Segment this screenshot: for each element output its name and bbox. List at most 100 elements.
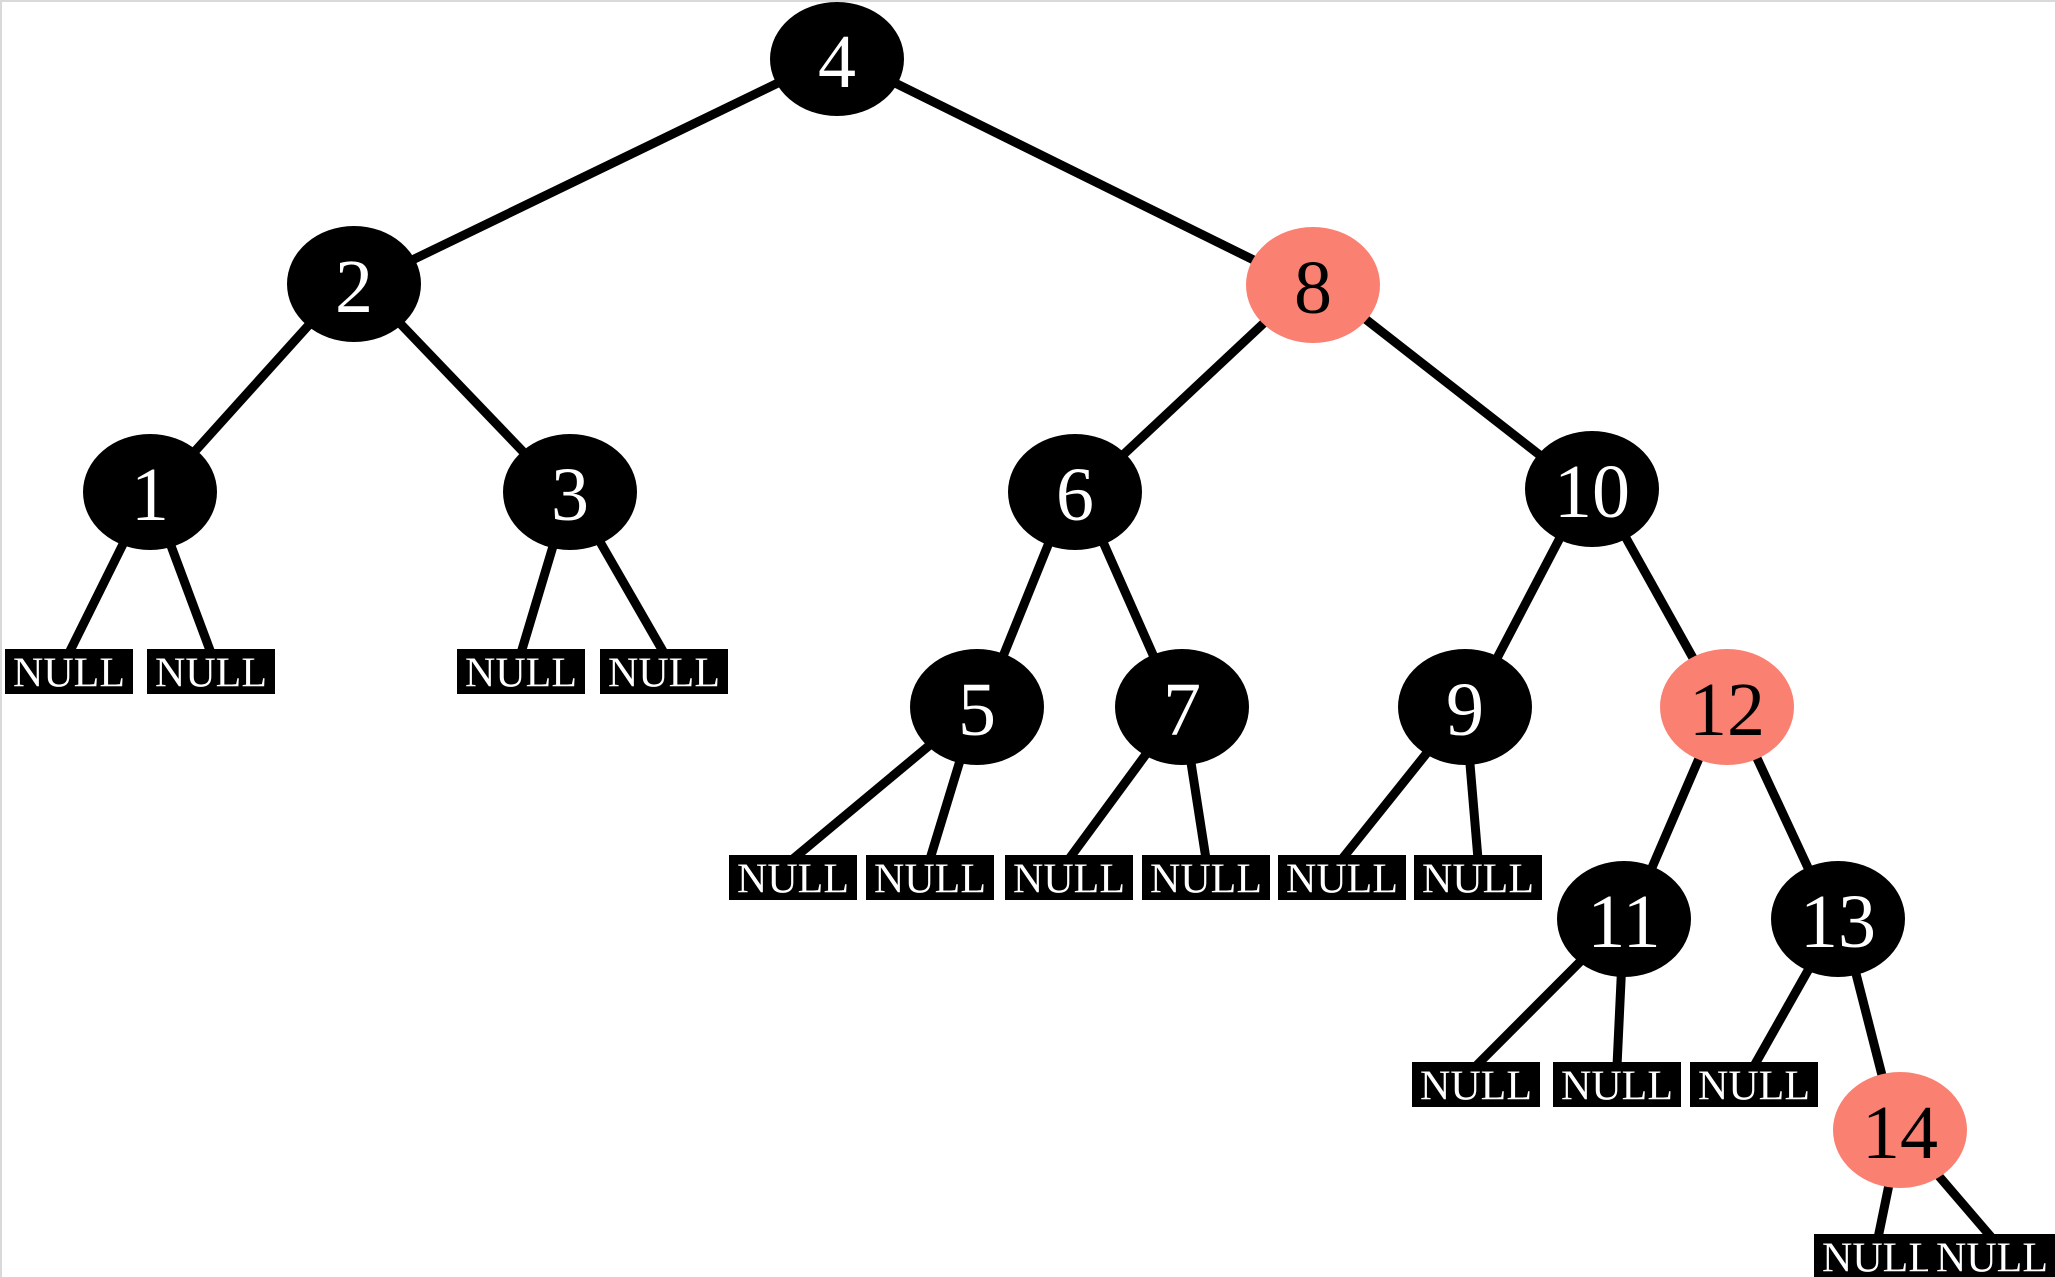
- black-node-circle: [503, 434, 637, 550]
- tree-node-3: 3: [503, 434, 637, 550]
- tree-node-14: 14: [1833, 1072, 1967, 1188]
- tree-node-12: 12: [1660, 649, 1794, 765]
- node-key-label: 9: [1446, 668, 1484, 752]
- red-node-circle: [1660, 649, 1794, 765]
- tree-edge: [1930, 1167, 1996, 1241]
- null-leaf-box: [1690, 1062, 1818, 1107]
- tree-node-8: 8: [1246, 227, 1380, 343]
- null-leaf-box: [1414, 855, 1542, 900]
- tree-node-13: 13: [1771, 861, 1905, 977]
- null-leaf: NULL: [1553, 1062, 1681, 1110]
- null-leaf-label: NULL: [608, 651, 720, 697]
- tree-node-4: 4: [770, 2, 904, 116]
- black-node-circle: [1771, 861, 1905, 977]
- null-leaf: NULL: [729, 855, 857, 903]
- tree-edge: [404, 75, 787, 267]
- node-key-label: 8: [1294, 246, 1332, 330]
- node-key-label: 14: [1862, 1091, 1938, 1175]
- null-leaf: NULL: [1005, 855, 1133, 903]
- null-leaf: NULL: [1142, 855, 1270, 903]
- tree-node-6: 6: [1008, 434, 1142, 550]
- tree-node-5: 5: [910, 649, 1044, 765]
- tree-node-11: 11: [1557, 861, 1691, 977]
- tree-edge: [1185, 755, 1211, 860]
- null-leaf: NULL: [600, 649, 728, 697]
- null-leaf: NULL: [1928, 1234, 2055, 1277]
- tree-edge: [1645, 750, 1706, 876]
- null-leaf: NULL: [1278, 855, 1406, 903]
- tree-edge: [1490, 530, 1567, 666]
- null-leaf-label: NULL: [1420, 1064, 1532, 1110]
- black-node-circle: [1398, 649, 1532, 765]
- node-key-label: 3: [551, 453, 589, 537]
- tree-edge: [1464, 756, 1483, 860]
- black-node-circle: [1557, 861, 1691, 977]
- node-key-label: 11: [1587, 880, 1660, 964]
- null-leaf-label: NULL: [13, 651, 125, 697]
- node-key-label: 13: [1800, 880, 1876, 964]
- tree-edge: [996, 535, 1056, 664]
- tree-edge: [1618, 529, 1701, 667]
- tree-edge: [1749, 749, 1816, 877]
- null-leaf-box: [1005, 855, 1133, 900]
- tree-edge: [790, 737, 938, 863]
- tree-edge: [64, 535, 131, 655]
- tree-edge: [1096, 534, 1161, 665]
- tree-edge: [392, 315, 532, 461]
- node-key-label: 4: [818, 20, 856, 104]
- null-leaf: NULL: [1814, 1234, 1942, 1277]
- black-node-circle: [910, 649, 1044, 765]
- null-leaf-label: NULL: [1822, 1236, 1934, 1277]
- node-key-label: 7: [1163, 668, 1201, 752]
- null-leaf: NULL: [1690, 1062, 1818, 1110]
- null-leaf-label: NULL: [1150, 857, 1262, 903]
- tree-edge: [1338, 744, 1435, 862]
- edge-layer: [64, 75, 1996, 1241]
- null-leaf-label: NULL: [1561, 1064, 1673, 1110]
- black-node-circle: [770, 2, 904, 116]
- tree-edge: [1472, 953, 1589, 1070]
- null-leaf-box: [5, 649, 133, 694]
- null-leaf-box: [1142, 855, 1270, 900]
- null-leaf-box: [147, 649, 275, 694]
- null-leaf-box: [729, 855, 857, 900]
- node-key-label: 1: [131, 453, 169, 537]
- black-node-circle: [1008, 434, 1142, 550]
- node-key-label: 6: [1056, 453, 1094, 537]
- null-leaf: NULL: [1414, 855, 1542, 903]
- null-leaf-box: [600, 649, 728, 694]
- null-leaf-box: [1278, 855, 1406, 900]
- null-leaf-label: NULL: [1286, 857, 1398, 903]
- null-leaf-box: [1928, 1234, 2055, 1277]
- null-leaf-box: [1553, 1062, 1681, 1107]
- node-key-label: 10: [1554, 450, 1630, 534]
- null-leaf: NULL: [457, 649, 585, 697]
- null-leaf-box: [1412, 1062, 1540, 1107]
- tree-edge: [925, 753, 966, 861]
- tree-node-1: 1: [83, 434, 217, 550]
- null-leaf-label: NULL: [155, 651, 267, 697]
- null-leaf-box: [866, 855, 994, 900]
- tree-edge: [187, 316, 317, 460]
- tree-node-9: 9: [1398, 649, 1532, 765]
- null-leaf-box: [457, 649, 585, 694]
- black-node-circle: [1525, 431, 1659, 547]
- tree-node-2: 2: [287, 226, 421, 342]
- black-node-circle: [83, 434, 217, 550]
- null-leaf-label: NULL: [737, 857, 849, 903]
- null-leaf-label: NULL: [1013, 857, 1125, 903]
- node-key-label: 2: [335, 245, 373, 329]
- tree-edge: [1849, 965, 1889, 1084]
- null-leaf: NULL: [866, 855, 994, 903]
- null-leaf-label: NULL: [1422, 857, 1534, 903]
- tree-edge: [1612, 968, 1627, 1067]
- node-key-label: 5: [958, 668, 996, 752]
- null-leaf: NULL: [5, 649, 133, 697]
- black-node-circle: [287, 226, 421, 342]
- red-node-circle: [1246, 227, 1380, 343]
- tree-edge: [164, 537, 216, 655]
